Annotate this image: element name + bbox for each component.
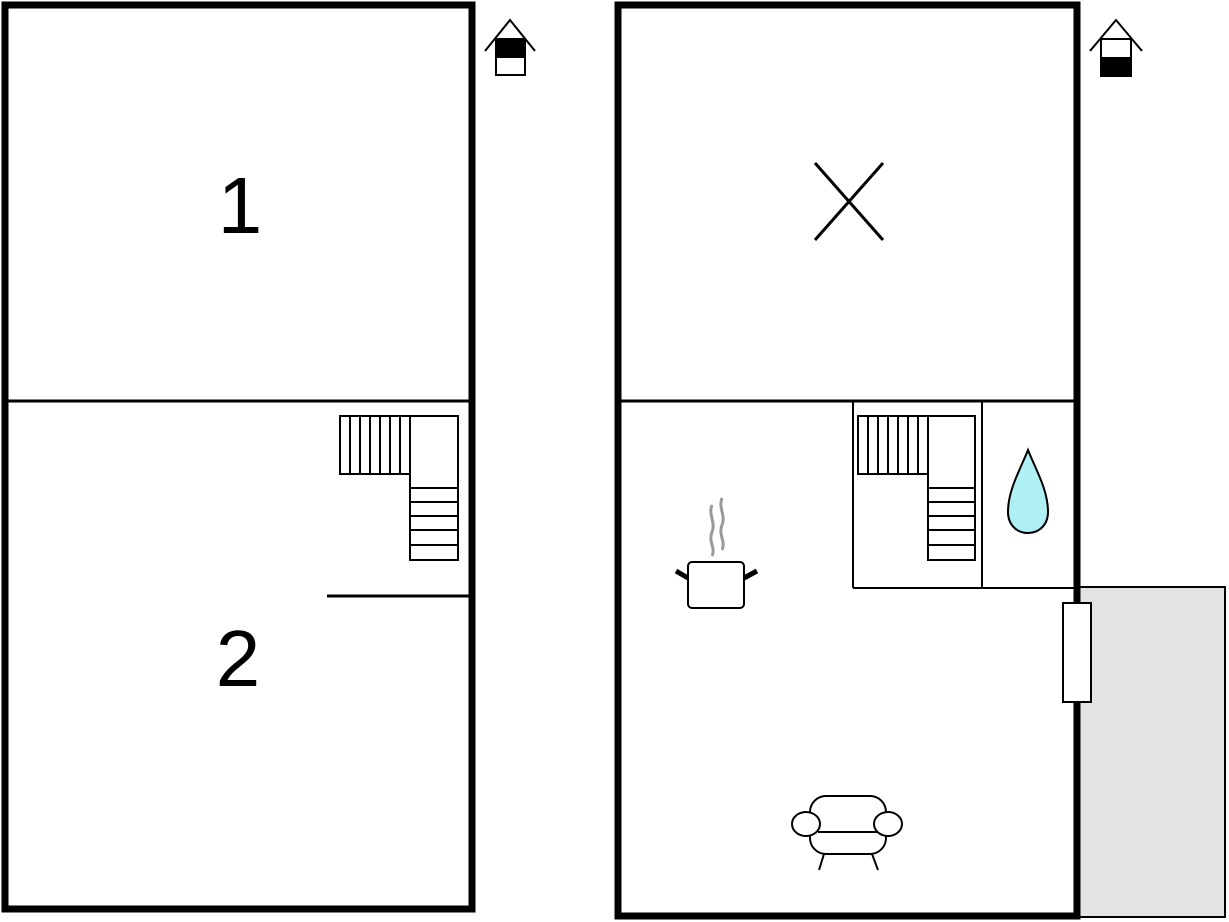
terrace xyxy=(1076,586,1226,918)
stairs-icon xyxy=(339,415,459,561)
cooking-pot-icon xyxy=(674,497,759,609)
house-upper-level-icon xyxy=(484,18,536,76)
terrace-door xyxy=(1062,602,1092,703)
stairs-icon xyxy=(857,415,976,561)
ground-floor-plan xyxy=(614,1,1226,920)
room-label-2: 2 xyxy=(216,614,261,703)
house-ground-level-icon xyxy=(1089,18,1143,77)
ground-floor-outline xyxy=(614,1,1081,920)
room-label-1: 1 xyxy=(218,161,263,250)
armchair-icon xyxy=(791,795,903,871)
upper-floor-plan: 1 2 xyxy=(1,1,536,913)
water-drop-icon xyxy=(1006,447,1050,535)
cross-icon xyxy=(813,162,885,241)
